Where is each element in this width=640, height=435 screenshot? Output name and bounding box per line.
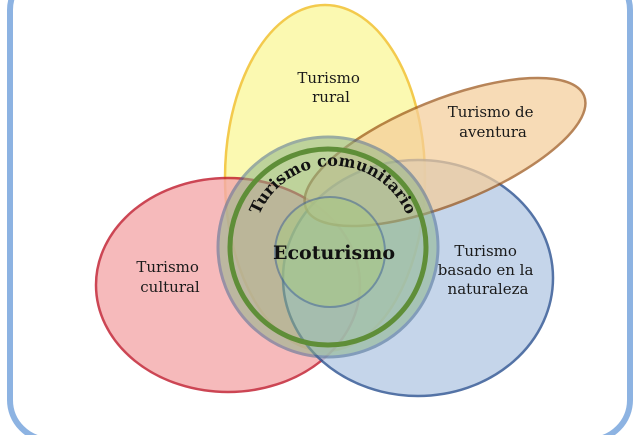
label-ecoturismo: Ecoturismo xyxy=(273,242,395,264)
circle-ecoturismo xyxy=(274,196,386,308)
label-turismo-cultural: Turismo cultural xyxy=(136,258,203,296)
label-turismo-aventura: Turismo de aventura xyxy=(448,103,539,141)
ring-turismo-comunitario xyxy=(227,146,429,348)
label-turismo-rural: Turismo rural xyxy=(297,69,364,106)
outer-frame xyxy=(7,0,633,435)
label-turismo-naturaleza: Turismo basado en la naturaleza xyxy=(438,242,538,298)
